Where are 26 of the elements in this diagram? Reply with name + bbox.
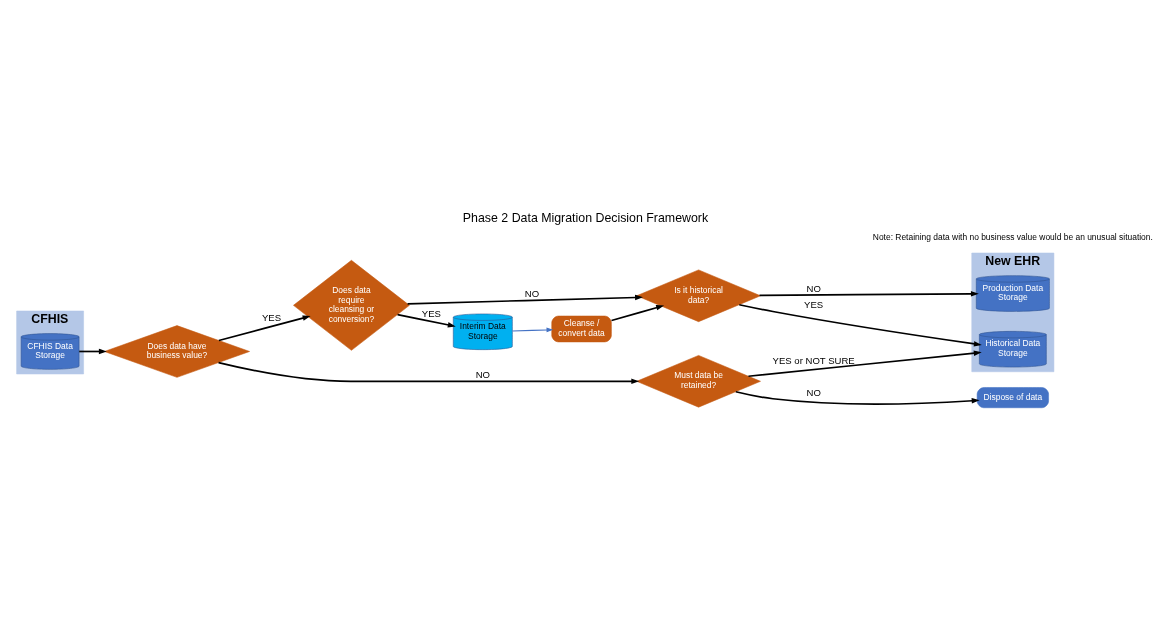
edge-label: YES	[804, 298, 824, 310]
arrow	[734, 390, 980, 405]
arrow	[738, 303, 982, 347]
node-box: Dispose of data	[976, 386, 1049, 408]
arrow	[78, 348, 107, 354]
edge-label: NO	[475, 368, 490, 380]
edge-label: YES	[421, 308, 441, 319]
node-diamond: Does data have business value?	[104, 324, 250, 378]
label: Note: Retaining data with no business value would be an unusual situation.	[872, 231, 1153, 242]
edge-label: NO	[806, 282, 821, 294]
edge-label: YES	[261, 311, 282, 323]
node-diamond: Does data require cleansing or conversion?	[293, 259, 410, 351]
arrow	[396, 313, 456, 328]
edge-label: NO	[806, 386, 821, 398]
arrow	[610, 304, 665, 321]
arrow	[217, 361, 640, 384]
edge-label: YES or NOT SURE	[772, 354, 855, 366]
arrow	[511, 327, 554, 332]
arrow	[758, 290, 979, 297]
node-diamond: Must data be retained?	[636, 354, 761, 407]
arrow	[747, 349, 982, 377]
node-box: Cleanse / convert data	[551, 315, 612, 342]
arrow	[218, 314, 311, 341]
diagram-title: Phase 2 Data Migration Decision Framework	[462, 210, 709, 225]
arrow	[406, 294, 643, 305]
edge-label: NO	[524, 287, 540, 299]
